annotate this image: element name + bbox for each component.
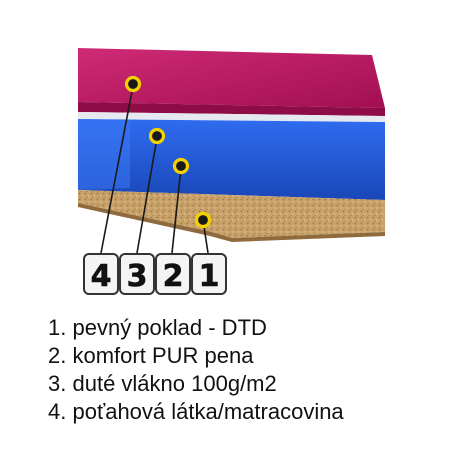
- legend-item-4-number: 4.: [48, 399, 67, 424]
- fabric-front-edge: [78, 102, 385, 116]
- number-box-1-label: 1: [199, 259, 220, 294]
- marker-ring-4: [124, 75, 142, 93]
- marker-ring-3: [148, 127, 166, 145]
- number-box-4-label: 4: [91, 259, 112, 294]
- layer-legend: 1. pevný poklad - DTD 2. komfort PUR pen…: [48, 314, 448, 426]
- legend-item-1: 1. pevný poklad - DTD: [48, 314, 448, 342]
- legend-item-2-text: komfort PUR pena: [72, 343, 254, 368]
- legend-item-3: 3. duté vlákno 100g/m2: [48, 370, 448, 398]
- layer-cross-section: 4 3 2 1: [78, 48, 385, 295]
- fiber-layer: [78, 112, 385, 122]
- marker-ring-1: [194, 211, 212, 229]
- leader-line-3: [136, 137, 158, 254]
- leader-line-2: [171, 167, 182, 254]
- number-box-1: 1: [191, 253, 227, 295]
- number-boxes: 4 3 2 1: [83, 253, 227, 295]
- board-layer: [78, 190, 385, 238]
- legend-item-4-text: poťahová látka/matracovina: [72, 399, 344, 424]
- leader-line-4: [100, 85, 134, 254]
- legend-item-2: 2. komfort PUR pena: [48, 342, 448, 370]
- number-box-2: 2: [155, 253, 191, 295]
- legend-item-4: 4. poťahová látka/matracovina: [48, 398, 448, 426]
- legend-item-3-text: duté vlákno 100g/m2: [72, 371, 277, 396]
- fabric-top-surface: [78, 48, 385, 108]
- legend-item-1-text: pevný poklad - DTD: [72, 315, 267, 340]
- number-box-3-label: 3: [127, 259, 148, 294]
- marker-ring-2: [172, 157, 190, 175]
- number-box-2-label: 2: [163, 259, 184, 294]
- legend-item-2-number: 2.: [48, 343, 67, 368]
- legend-item-3-number: 3.: [48, 371, 67, 396]
- legend-item-1-number: 1.: [48, 315, 67, 340]
- foam-highlight: [78, 119, 130, 190]
- number-box-3: 3: [119, 253, 155, 295]
- number-box-4: 4: [83, 253, 119, 295]
- marker-rings: [124, 75, 212, 229]
